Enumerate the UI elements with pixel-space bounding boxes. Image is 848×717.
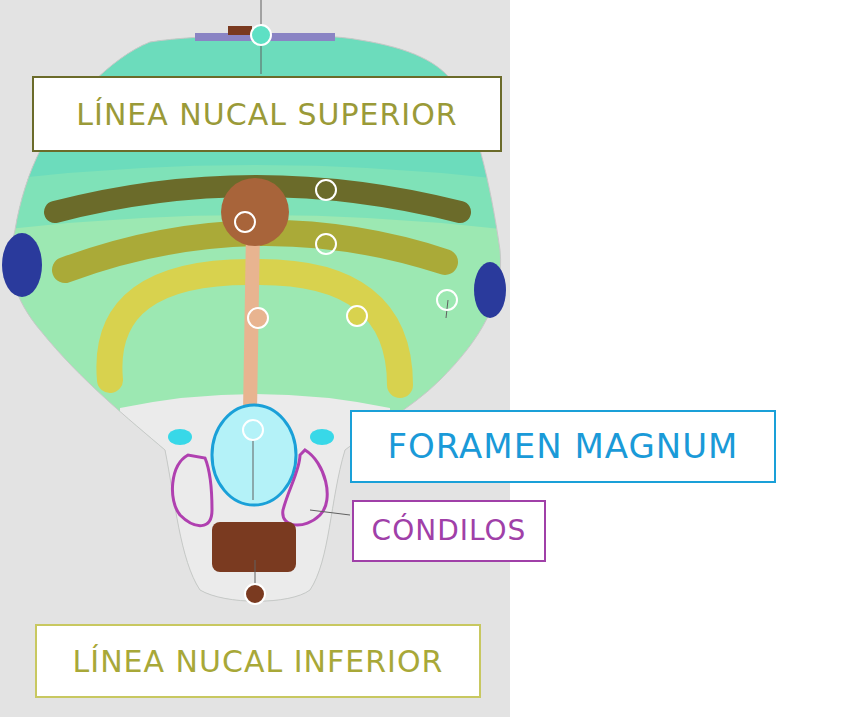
label-text: CÓNDILOS [372, 516, 527, 547]
label-text: FORAMEN MAGNUM [388, 428, 739, 465]
top-notch [228, 26, 252, 35]
label-box: LÍNEA NUCAL INFERIOR [35, 624, 481, 698]
protuberance [221, 178, 289, 246]
marker-dot [347, 306, 367, 326]
side-process [474, 262, 506, 318]
bone [0, 0, 510, 717]
marker-dot [243, 420, 263, 440]
canal [168, 429, 192, 445]
marker-dot [248, 308, 268, 328]
marker-dot [316, 234, 336, 254]
basilar-part [212, 522, 296, 572]
marker-dot [245, 584, 265, 604]
marker-dot [251, 25, 271, 45]
background-panel [0, 0, 510, 717]
marker-dot [235, 212, 255, 232]
marker-dot [437, 290, 457, 310]
side-process [2, 233, 42, 297]
foramen [212, 405, 296, 505]
condyle [283, 450, 327, 525]
label-text: LÍNEA NUCAL INFERIOR [73, 645, 444, 678]
label-box: LÍNEA NUCAL SUPERIOR [32, 76, 502, 152]
label-text: LÍNEA NUCAL SUPERIOR [76, 98, 457, 131]
condyle [172, 455, 212, 526]
canal [310, 429, 334, 445]
marker-dot [316, 180, 336, 200]
leader-line [310, 510, 350, 515]
label-box: CÓNDILOS [352, 500, 546, 562]
label-box: FORAMEN MAGNUM [350, 410, 776, 483]
